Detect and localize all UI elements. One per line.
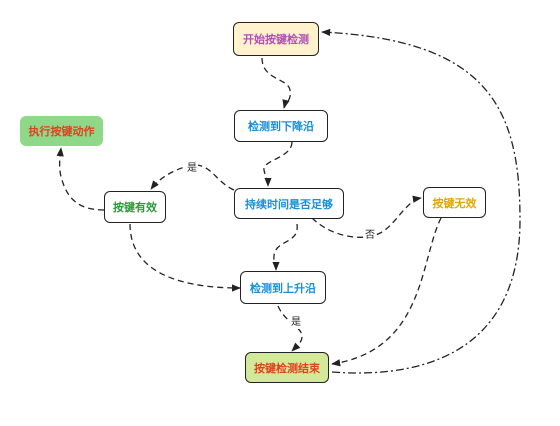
node-falling-edge[interactable]: 检测到下降沿	[234, 110, 328, 142]
node-key-valid[interactable]: 按键有效	[104, 191, 166, 223]
edge-rising-to-end	[277, 305, 303, 352]
node-execute-action[interactable]: 执行按键动作	[20, 116, 103, 146]
node-duration-check[interactable]: 持续时间是否足够	[234, 188, 344, 219]
edge-label-no-invalid: 否	[364, 230, 376, 242]
node-key-invalid[interactable]: 按键无效	[423, 187, 486, 218]
edge-label-yes-valid: 是	[186, 163, 198, 175]
edge-end-to-start	[321, 28, 521, 374]
edge-duration-to-invalid	[311, 195, 422, 238]
edge-label-yes-end: 是	[290, 317, 302, 329]
edge-valid-to-rising	[129, 223, 241, 292]
edge-invalid-to-end	[331, 217, 442, 367]
edge-valid-to-execute	[56, 147, 105, 211]
edge-falling-to-duration	[263, 141, 293, 187]
node-start-detection[interactable]: 开始按键检测	[233, 22, 319, 56]
node-rising-edge[interactable]: 检测到上升沿	[240, 271, 326, 304]
edge-start-to-falling	[261, 57, 292, 109]
node-detection-end[interactable]: 按键检测结束	[245, 352, 329, 383]
edge-duration-to-rising	[272, 223, 298, 271]
